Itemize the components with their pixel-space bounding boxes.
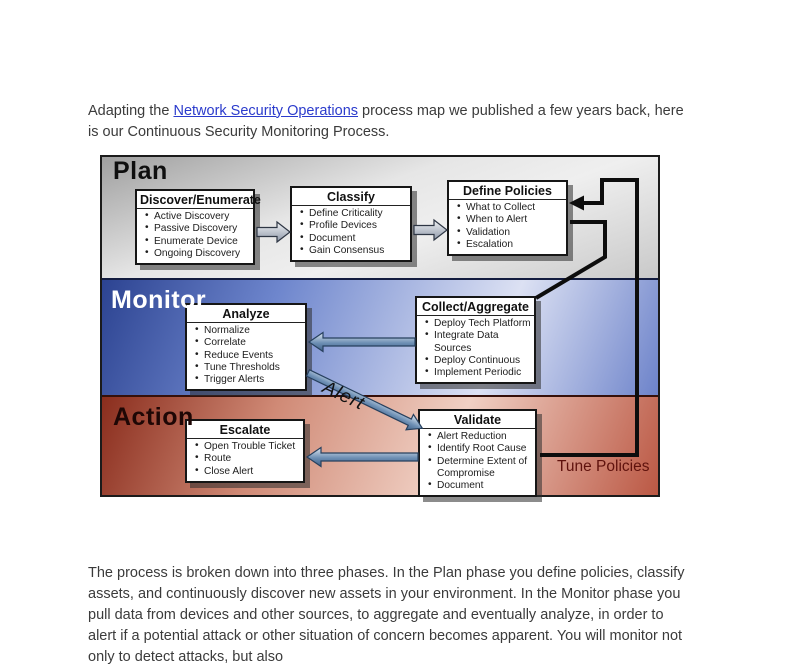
bullet-item: Validation xyxy=(455,226,563,239)
process-box-validate: Validate Alert Reduction Identify Root C… xyxy=(418,409,537,498)
intro-paragraph: Adapting the Network Security Operations… xyxy=(88,101,684,143)
box-bullet-list: Normalize Correlate Reduce Events Tune T… xyxy=(187,324,305,386)
box-bullet-list: Deploy Tech Platform Integrate Data Sour… xyxy=(417,317,534,379)
bullet-item: Profile Devices xyxy=(298,219,407,232)
bullet-item: Reduce Events xyxy=(193,349,302,362)
bullet-item: Passive Discovery xyxy=(143,222,250,235)
bullet-item: Trigger Alerts xyxy=(193,373,302,386)
box-title: Classify xyxy=(292,188,410,206)
bullet-item: When to Alert xyxy=(455,213,563,226)
box-bullet-list: Open Trouble Ticket Route Close Alert xyxy=(187,440,303,478)
process-box-define-policies: Define Policies What to Collect When to … xyxy=(447,180,568,257)
bullet-item: Route xyxy=(193,452,300,465)
bullet-item: Implement Periodic xyxy=(423,366,531,379)
process-box-classify: Classify Define Criticality Profile Devi… xyxy=(290,186,412,263)
network-security-operations-link[interactable]: Network Security Operations xyxy=(173,102,359,119)
bullet-item: Correlate xyxy=(193,336,302,349)
process-box-discover-enumerate: Discover/Enumerate Active Discovery Pass… xyxy=(135,189,261,266)
box-title: Discover/Enumerate xyxy=(137,191,261,209)
monitor-band-label: Monitor xyxy=(111,286,207,314)
bullet-item: Define Criticality xyxy=(298,207,407,220)
bullet-item: Close Alert xyxy=(193,465,300,478)
box-bullet-list: Active Discovery Passive Discovery Enume… xyxy=(137,210,253,260)
process-box-collect-aggregate: Collect/Aggregate Deploy Tech Platform I… xyxy=(415,296,536,385)
bullet-item: Alert Reduction xyxy=(426,430,532,443)
bullet-item: What to Collect xyxy=(455,201,563,214)
box-title: Validate xyxy=(420,411,535,429)
bullet-item: Ongoing Discovery xyxy=(143,247,250,260)
box-title: Collect/Aggregate xyxy=(417,298,534,316)
closing-paragraph: The process is broken down into three ph… xyxy=(88,564,685,665)
bullet-item: Identify Root Cause xyxy=(426,442,532,455)
bullet-item: Normalize xyxy=(193,324,302,337)
intro-text-before-link: Adapting the xyxy=(88,102,174,119)
box-title: Analyze xyxy=(187,305,305,323)
bullet-item: Document xyxy=(298,232,407,245)
box-bullet-list: Alert Reduction Identify Root Cause Dete… xyxy=(420,430,535,492)
bullet-item: Determine Extent of Compromise xyxy=(426,455,532,481)
box-bullet-list: What to Collect When to Alert Validation… xyxy=(449,201,566,251)
box-bullet-list: Define Criticality Profile Devices Docum… xyxy=(292,207,410,257)
page: { "intro": { "prefix": "Adapting the ", … xyxy=(0,0,804,620)
bullet-item: Integrate Data Sources xyxy=(423,329,531,355)
process-box-escalate: Escalate Open Trouble Ticket Route Close… xyxy=(185,419,305,483)
bullet-item: Document xyxy=(426,479,532,492)
bullet-item: Escalation xyxy=(455,238,563,251)
bullet-item: Open Trouble Ticket xyxy=(193,440,300,453)
action-band-label: Action xyxy=(113,403,194,431)
bullet-item: Gain Consensus xyxy=(298,244,407,257)
bullet-item: Active Discovery xyxy=(143,210,250,223)
bullet-item: Tune Thresholds xyxy=(193,361,302,374)
bullet-item: Deploy Continuous xyxy=(423,354,531,367)
bullet-item: Enumerate Device xyxy=(143,235,250,248)
box-title: Escalate xyxy=(187,421,303,439)
bullet-item: Deploy Tech Platform xyxy=(423,317,531,330)
tune-policies-label: Tune Policies xyxy=(557,458,650,475)
process-box-analyze: Analyze Normalize Correlate Reduce Event… xyxy=(185,303,307,392)
plan-band-label: Plan xyxy=(113,157,168,185)
csm-process-diagram: Plan Monitor Action Discover/Enumerate A… xyxy=(100,155,660,498)
intro-text-after-link: process map we published a few years bac… xyxy=(88,102,684,140)
box-title: Define Policies xyxy=(449,182,566,200)
